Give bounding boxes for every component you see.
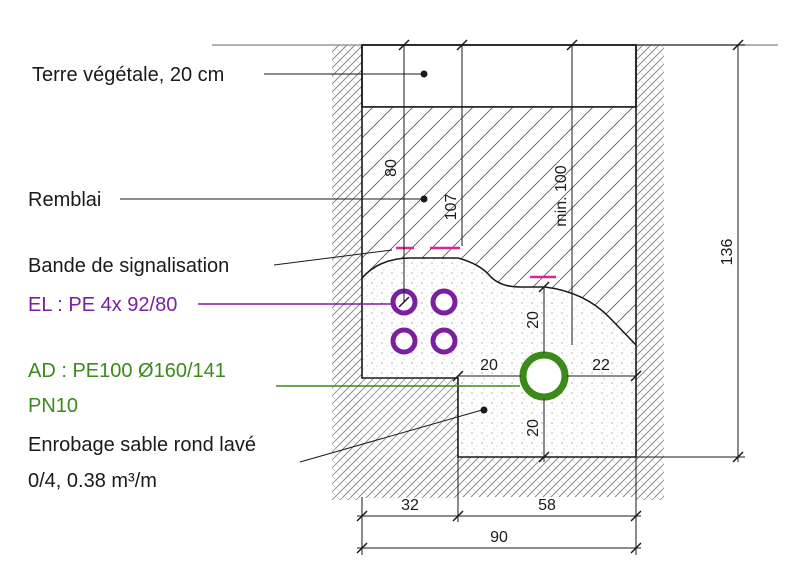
bedding-top-edge [361, 257, 637, 346]
ad-water-pipe [519, 351, 569, 401]
dim-min-100: min. 100 [553, 165, 570, 226]
bedding-spec-label: 0/4, 0.38 m³/m [28, 470, 157, 492]
dimension-ticks [356, 39, 744, 554]
backfill-label: Remblai [28, 189, 101, 211]
bedding-label: Enrobage sable rond lavé [28, 434, 256, 456]
dim-90: 90 [490, 529, 508, 546]
ad-pipe-pressure-label: PN10 [28, 395, 78, 417]
dim-80: 80 [383, 159, 400, 177]
el-conduit [390, 327, 418, 355]
trench-outline [361, 45, 637, 458]
topsoil-layer [362, 45, 636, 107]
el-conduit [430, 327, 458, 355]
leader-lines [120, 70, 520, 463]
soil-left [332, 45, 362, 500]
topsoil-label: Terre végétale, 20 cm [32, 64, 224, 86]
el-conduits [390, 288, 458, 355]
dim-22: 22 [592, 357, 610, 374]
dim-20-upper: 20 [525, 311, 542, 329]
dim-136: 136 [719, 239, 736, 266]
dim-20-left: 20 [480, 357, 498, 374]
ad-pipe-label: AD : PE100 Ø160/141 [28, 360, 226, 382]
soil-right [636, 45, 664, 500]
soil-bottom [458, 457, 636, 497]
dim-107: 107 [443, 194, 460, 221]
el-conduit [430, 288, 458, 316]
soil-left-step [362, 378, 458, 498]
dim-32: 32 [401, 497, 419, 514]
el-conduits-label: EL : PE 4x 92/80 [28, 294, 177, 316]
warning-tapes [396, 246, 556, 279]
dim-20-lower: 20 [525, 419, 542, 437]
dim-58: 58 [538, 497, 556, 514]
internal-dimension-lines [357, 44, 745, 555]
warning-tape-label: Bande de signalisation [28, 255, 229, 277]
